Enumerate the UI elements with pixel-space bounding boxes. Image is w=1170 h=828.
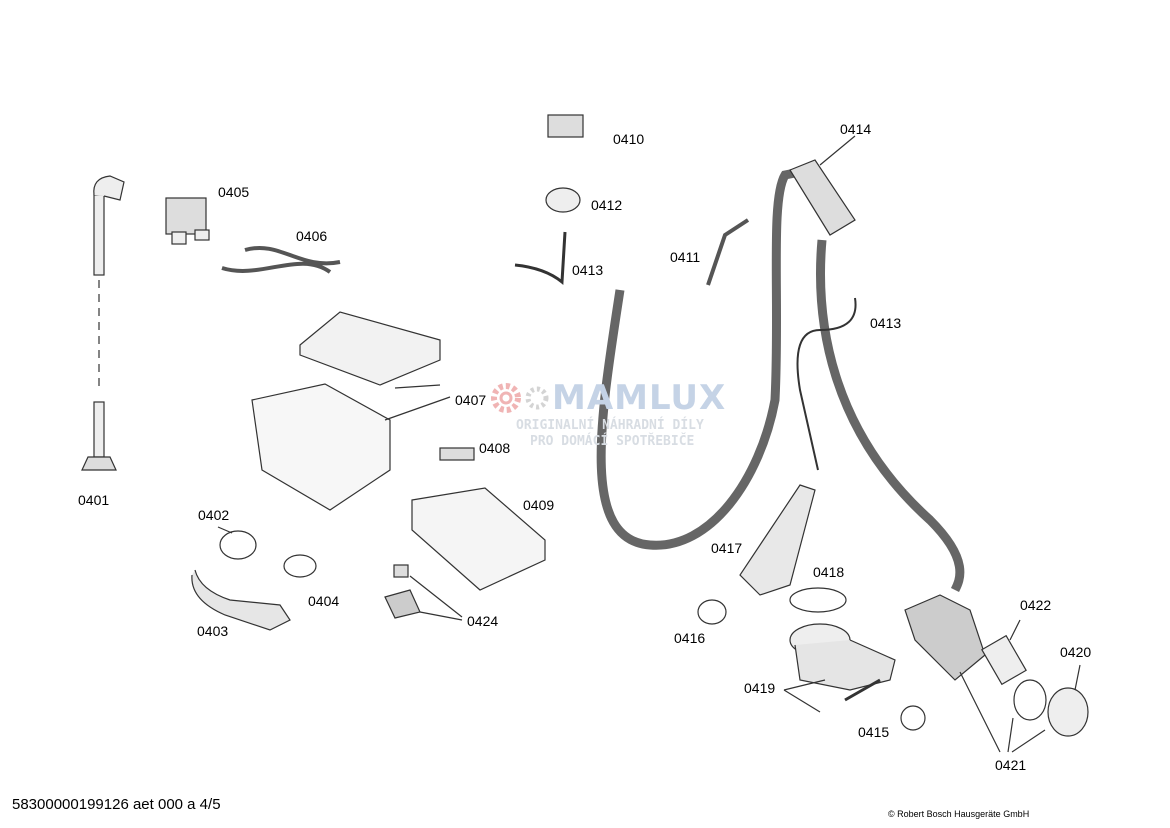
part-0418-ring — [789, 587, 847, 613]
part-0403-bellows — [191, 569, 291, 631]
label-0413: 0413 — [870, 315, 902, 331]
part-0406-hoses — [221, 246, 341, 274]
label-0405: 0405 — [218, 184, 250, 200]
label-0401: 0401 — [78, 492, 110, 508]
label-0402: 0402 — [198, 507, 230, 523]
label-0413: 0413 — [572, 262, 604, 278]
part-0417-hose — [739, 484, 816, 596]
label-0404: 0404 — [308, 593, 340, 609]
part-0424 — [384, 564, 463, 621]
label-0411: 0411 — [670, 249, 701, 265]
label-0416: 0416 — [674, 630, 706, 646]
watermark-brand: MAMLUX — [552, 378, 727, 418]
part-0416-clamp — [697, 599, 727, 625]
label-0409: 0409 — [523, 497, 555, 513]
part-0404-clamp — [283, 554, 317, 578]
part-0413b-wire — [796, 297, 857, 471]
part-0415-clamp — [900, 705, 926, 731]
part-0411-hose — [706, 218, 750, 286]
label-0408: 0408 — [479, 440, 511, 456]
part-0407-dispenser — [251, 311, 451, 511]
part-0413a-hose — [514, 231, 567, 286]
part-0414-hose — [596, 165, 965, 593]
label-0414: 0414 — [840, 121, 872, 137]
label-0410: 0410 — [613, 131, 645, 147]
watermark-gear-icon — [491, 383, 549, 413]
label-0418: 0418 — [813, 564, 845, 580]
watermark-line1: ORIGINALNÍ NÁHRADNÍ DÍLY — [516, 418, 704, 433]
part-0408 — [439, 447, 475, 461]
part-0405-valve — [165, 197, 210, 245]
document-id: 58300000199126 aet 000 a 4/5 — [12, 796, 221, 813]
label-0421: 0421 — [995, 757, 1027, 773]
part-0409-drawer — [411, 487, 546, 591]
copyright: © Robert Bosch Hausgeräte GmbH — [888, 809, 1030, 819]
label-0420: 0420 — [1060, 644, 1092, 660]
label-0422: 0422 — [1020, 597, 1052, 613]
part-pump — [904, 594, 1089, 753]
label-0415: 0415 — [858, 724, 890, 740]
part-0402-clamp — [219, 530, 257, 560]
part-0419-sump — [783, 623, 896, 713]
watermark-line2: PRO DOMÁCÍ SPOTŘEBIČE — [530, 434, 695, 449]
label-0403: 0403 — [197, 623, 229, 639]
label-0406: 0406 — [296, 228, 328, 244]
label-0417: 0417 — [711, 540, 743, 556]
label-0419: 0419 — [744, 680, 776, 696]
label-0412: 0412 — [591, 197, 623, 213]
label-0424: 0424 — [467, 613, 499, 629]
label-0407: 0407 — [455, 392, 487, 408]
part-0414-fitting — [789, 159, 856, 236]
part-0410 — [547, 114, 584, 138]
part-0412 — [545, 187, 581, 213]
part-0401-hose — [81, 175, 125, 471]
